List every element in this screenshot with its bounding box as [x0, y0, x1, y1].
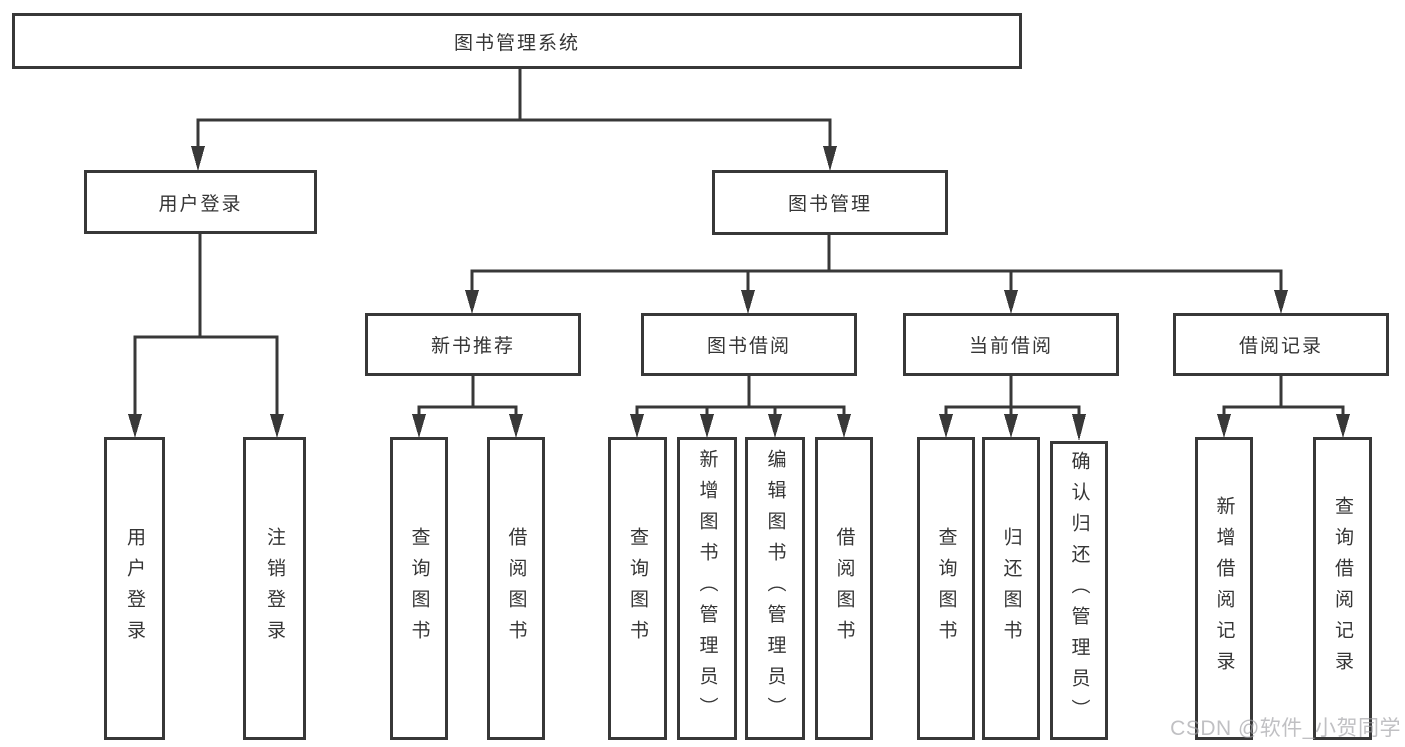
arrowhead: [823, 146, 837, 171]
node-borrow-books-leaf: 借阅图书: [815, 437, 873, 740]
node-query-books-borrow: 查询图书: [608, 437, 667, 740]
node-user-login: 用户登录: [84, 170, 317, 234]
arrowhead: [837, 414, 851, 438]
node-label: 新增图书（管理员）: [696, 449, 718, 728]
node-user-login-leaf: 用户登录: [104, 437, 165, 740]
arrowhead: [1336, 414, 1350, 438]
node-label: 查询图书: [935, 526, 957, 651]
node-new-book-recommend: 新书推荐: [365, 313, 581, 376]
node-label: 新书推荐: [430, 336, 515, 357]
node-query-borrow-record: 查询借阅记录: [1313, 437, 1372, 740]
arrowhead: [1217, 414, 1231, 438]
arrowhead: [630, 414, 644, 438]
node-query-books-current: 查询图书: [917, 437, 975, 740]
node-label: 当前借阅: [968, 336, 1053, 357]
node-label: 图书借阅: [706, 336, 791, 357]
node-borrow-books-recommend: 借阅图书: [487, 437, 545, 740]
node-logout-leaf: 注销登录: [243, 437, 306, 740]
node-borrow-records: 借阅记录: [1173, 313, 1389, 376]
node-label: 查询图书: [627, 526, 648, 651]
node-add-borrow-record: 新增借阅记录: [1195, 437, 1253, 740]
node-book-borrow: 图书借阅: [641, 313, 857, 376]
arrowhead: [1004, 414, 1018, 438]
watermark: CSDN @软件_小贺同学: [1170, 717, 1401, 740]
node-label: 用户登录: [158, 193, 243, 215]
arrowhead: [465, 290, 479, 314]
arrowhead: [1004, 290, 1018, 314]
connector-borrow-records-leaves: [1222, 376, 1345, 415]
node-label: 借阅图书: [833, 526, 855, 651]
arrowhead: [128, 414, 142, 438]
arrowhead: [939, 414, 953, 438]
connector-book-borrow-leaves: [635, 376, 846, 415]
node-label: 借阅记录: [1238, 336, 1323, 357]
node-add-books-admin: 新增图书（管理员）: [677, 437, 737, 740]
arrowhead: [1072, 414, 1086, 441]
connector-user-login-branch: [133, 234, 279, 414]
connector-root-to-level2: [196, 68, 832, 147]
node-library-system: 图书管理系统: [12, 13, 1022, 69]
arrowhead: [1274, 290, 1288, 314]
node-return-books: 归还图书: [982, 437, 1040, 740]
arrowhead: [700, 414, 714, 438]
node-current-borrow: 当前借阅: [903, 313, 1119, 376]
node-label: 新增借阅记录: [1213, 495, 1235, 682]
node-confirm-return-admin: 确认归还（管理员）: [1050, 441, 1108, 740]
arrowhead: [768, 414, 782, 438]
node-label: 图书管理: [787, 194, 872, 215]
arrowhead: [191, 146, 205, 171]
connector-new-book-leaves: [417, 376, 518, 415]
node-label: 查询借阅记录: [1332, 495, 1353, 682]
node-label: 查询图书: [408, 526, 430, 651]
arrowhead: [509, 414, 523, 438]
connector-current-borrow-leaves: [944, 376, 1081, 415]
arrowhead: [270, 414, 284, 438]
node-label: 用户登录: [124, 526, 145, 651]
node-label: 注销登录: [264, 526, 285, 651]
node-label: 借阅图书: [505, 526, 527, 651]
node-label: 归还图书: [1000, 526, 1022, 651]
node-label: 图书管理系统: [453, 32, 580, 54]
node-label: 编辑图书（管理员）: [764, 449, 786, 728]
connector-book-management-rail: [470, 235, 1283, 291]
arrowhead: [412, 414, 426, 438]
node-book-management: 图书管理: [712, 170, 948, 235]
node-label: 确认归还（管理员）: [1068, 451, 1090, 730]
node-edit-books-admin: 编辑图书（管理员）: [745, 437, 805, 740]
arrowhead: [741, 290, 755, 314]
node-query-books-recommend: 查询图书: [390, 437, 448, 740]
